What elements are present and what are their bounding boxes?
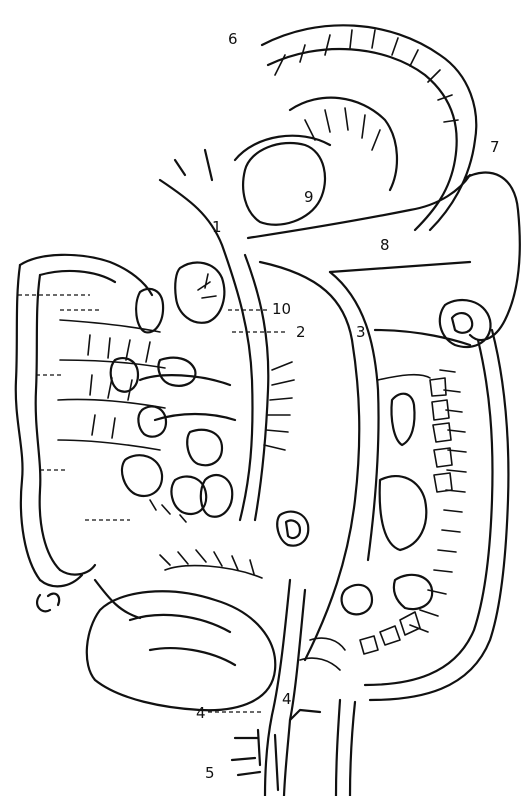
label-8: 8 (380, 236, 390, 254)
upper-arch (235, 25, 476, 238)
lower-loop (87, 550, 320, 796)
label-2: 2 (296, 323, 306, 341)
label-1: 1 (212, 218, 222, 236)
label-9: 9 (304, 188, 314, 206)
label-4-left: 4 (196, 704, 206, 722)
label-7: 7 (490, 138, 500, 156)
label-3: 3 (356, 323, 366, 341)
label-5: 5 (205, 764, 215, 782)
label-10: 10 (272, 300, 291, 318)
central-trunk (160, 150, 268, 520)
labels: 1 2 3 4 4 5 6 7 8 9 10 (196, 30, 500, 782)
left-colon (16, 255, 206, 611)
label-6: 6 (228, 30, 238, 48)
label-4-right: 4 (282, 690, 292, 708)
